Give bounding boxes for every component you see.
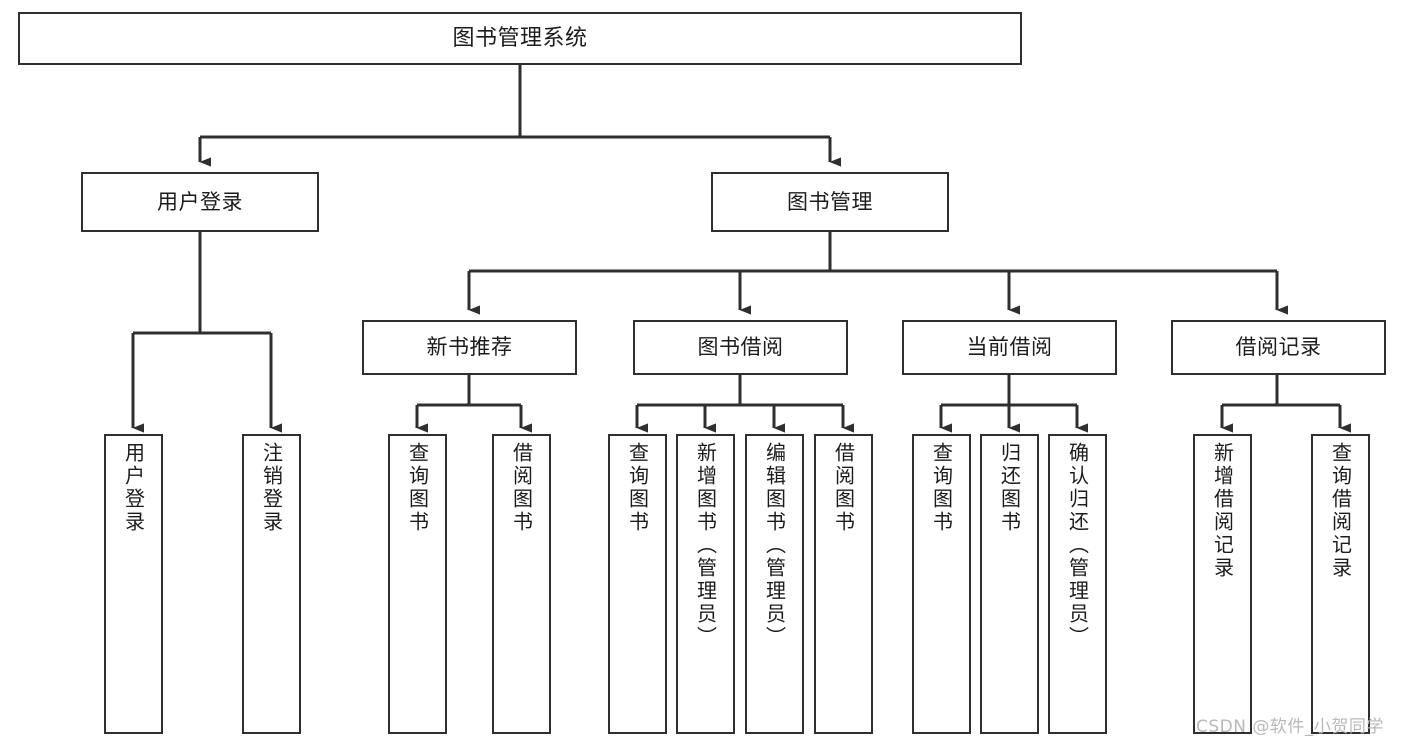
node-leaf-confirm-return-label: 确认归还（管理员） [1065,442,1090,649]
node-borrow-record[interactable]: 借阅记录 [1171,320,1386,375]
node-leaf-add-book-label: 新增图书（管理员） [693,442,718,649]
node-leaf-add-borrow-record-label: 新增借阅记录 [1210,442,1235,580]
node-leaf-query-borrow-record-label: 查询借阅记录 [1328,442,1353,580]
node-leaf-query-book-current[interactable]: 查询图书 [912,434,971,734]
node-new-book-recommend-label: 新书推荐 [426,335,513,360]
node-root-label: 图书管理系统 [452,25,588,51]
node-leaf-confirm-return[interactable]: 确认归还（管理员） [1048,434,1107,734]
node-leaf-user-login-label: 用户登录 [121,442,146,534]
node-current-borrow[interactable]: 当前借阅 [902,320,1117,375]
node-book-manage-label: 图书管理 [787,189,873,214]
node-leaf-query-book-current-label: 查询图书 [929,442,954,534]
node-leaf-borrow-book-recommend[interactable]: 借阅图书 [492,434,551,734]
node-leaf-logout-label: 注销登录 [259,442,284,534]
node-user-login-label: 用户登录 [157,189,243,214]
node-leaf-borrow-book-recommend-label: 借阅图书 [509,442,534,534]
node-leaf-add-borrow-record[interactable]: 新增借阅记录 [1193,434,1252,734]
node-leaf-borrow-book[interactable]: 借阅图书 [814,434,873,734]
node-root[interactable]: 图书管理系统 [18,12,1022,65]
node-leaf-edit-book[interactable]: 编辑图书（管理员） [745,434,804,734]
node-leaf-logout[interactable]: 注销登录 [242,434,301,734]
node-leaf-query-book-recommend[interactable]: 查询图书 [388,434,447,734]
node-leaf-query-book-recommend-label: 查询图书 [405,442,430,534]
node-borrow-record-label: 借阅记录 [1235,335,1322,360]
node-book-borrow-label: 图书借阅 [697,335,784,360]
node-leaf-return-book-label: 归还图书 [997,442,1022,534]
node-new-book-recommend[interactable]: 新书推荐 [362,320,577,375]
node-book-borrow[interactable]: 图书借阅 [633,320,848,375]
node-book-manage[interactable]: 图书管理 [711,172,949,232]
node-leaf-borrow-book-label: 借阅图书 [831,442,856,534]
node-leaf-user-login[interactable]: 用户登录 [104,434,163,734]
node-current-borrow-label: 当前借阅 [966,335,1053,360]
node-leaf-edit-book-label: 编辑图书（管理员） [762,442,787,649]
node-user-login[interactable]: 用户登录 [81,172,319,232]
node-leaf-query-book-borrow[interactable]: 查询图书 [608,434,667,734]
node-leaf-query-borrow-record[interactable]: 查询借阅记录 [1311,434,1370,734]
node-leaf-query-book-borrow-label: 查询图书 [625,442,650,534]
node-leaf-return-book[interactable]: 归还图书 [980,434,1039,734]
node-leaf-add-book[interactable]: 新增图书（管理员） [676,434,735,734]
